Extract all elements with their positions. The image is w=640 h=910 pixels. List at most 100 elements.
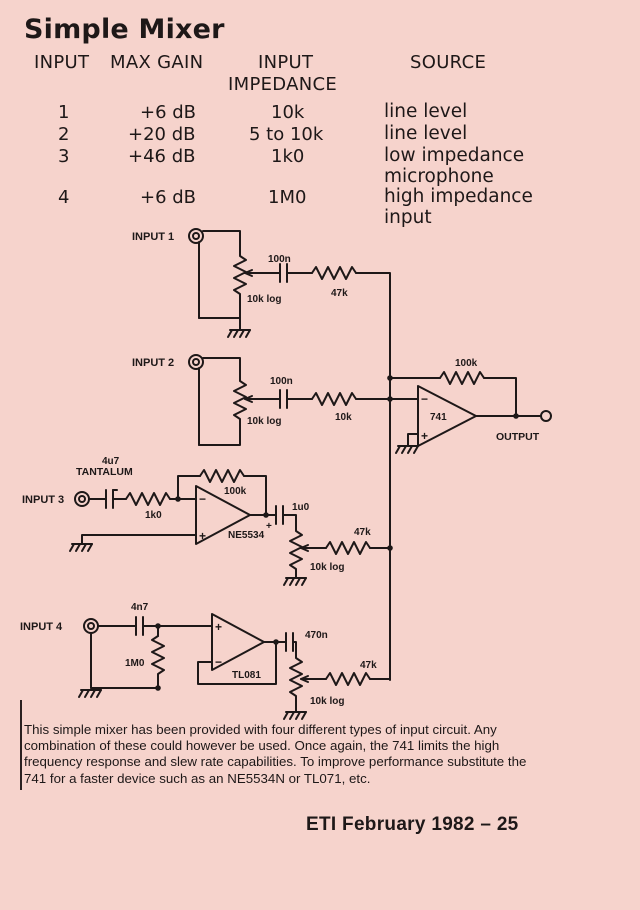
label-input3: INPUT 3 [22, 494, 64, 506]
pot2-bottom-wire [198, 429, 241, 446]
page-footer: ETI February 1982 – 25 [306, 814, 519, 835]
label-input1: INPUT 1 [132, 231, 174, 243]
label-741: 741 [430, 412, 447, 423]
row1-input: 1 [58, 102, 70, 123]
label-r-100k-fb: 100k [455, 358, 478, 369]
input3-jack [74, 491, 90, 507]
ground-pot3 [283, 577, 307, 586]
tl081-feedback [197, 641, 277, 685]
r-47k-b [325, 541, 371, 555]
label-ne5534-minus: − [199, 492, 206, 506]
label-r-47k-a: 47k [331, 288, 348, 299]
input1-wire [202, 230, 241, 251]
input2-wire [202, 357, 241, 376]
row4-impedance: 1M0 [268, 187, 307, 208]
feedback-wire-right [483, 377, 517, 417]
header-source: SOURCE [410, 52, 487, 73]
row3-gain: +46 dB [128, 146, 196, 167]
r-100k-fb [439, 371, 485, 385]
row3-impedance: 1k0 [271, 146, 305, 167]
opamp-tl081 [211, 613, 265, 671]
left-margin-rule [20, 700, 22, 790]
row2-impedance: 5 to 10k [249, 124, 324, 145]
row1-gain: +6 dB [140, 102, 197, 123]
row4-source-line2: input [384, 207, 432, 228]
ground4 [78, 689, 102, 698]
row4-input: 4 [58, 187, 70, 208]
row4-source-line1: high impedance [384, 186, 533, 207]
label-tantalum: TANTALUM [76, 466, 133, 478]
row3-source-line1: low impedance [384, 145, 525, 166]
r-10k [311, 392, 357, 406]
header-impedance-line1: INPUT [258, 52, 314, 73]
row1-impedance: 10k [271, 102, 305, 123]
opamp-ne5534 [195, 485, 251, 545]
row3-source-line2: microphone [384, 166, 494, 187]
label-tl081-plus: + [215, 620, 222, 634]
ground1 [227, 317, 251, 338]
wire-c6-pot4 [292, 641, 297, 653]
row2-source: line level [384, 123, 468, 144]
label-4n7: 4n7 [131, 602, 149, 613]
output-terminal [540, 410, 552, 422]
label-pot4: 10k log [310, 696, 344, 707]
label-ne5534-plus: + [199, 529, 206, 543]
wire-r1-bus [355, 272, 391, 681]
label-1m0: 1M0 [125, 658, 145, 669]
fb-right-ne5534 [243, 475, 267, 516]
label-1u0-plus: + [266, 521, 272, 532]
label-470n: 470n [305, 630, 328, 641]
row3-input: 3 [58, 146, 70, 167]
label-tl081: TL081 [232, 670, 261, 681]
pot1-bottom-wire [198, 299, 241, 319]
r-1k0 [125, 492, 171, 506]
pot2-resistor [233, 374, 247, 431]
junction-dots [155, 375, 519, 691]
label-c-100n-a: 100n [268, 254, 291, 265]
figure-caption: This simple mixer has been provided with… [24, 722, 527, 786]
pot3-resistor [289, 524, 303, 579]
label-741-minus: − [421, 392, 428, 406]
label-1k0: 1k0 [145, 510, 162, 521]
input1-jack [188, 228, 204, 244]
pot4-resistor [289, 651, 303, 713]
ground3 [69, 543, 93, 552]
page-title: Simple Mixer [24, 14, 225, 45]
label-r-47k-c: 47k [360, 660, 377, 671]
row4-gain: +6 dB [140, 187, 197, 208]
label-output: OUTPUT [496, 431, 540, 443]
label-1u0: 1u0 [292, 502, 310, 513]
row2-gain: +20 dB [128, 124, 196, 145]
header-impedance-line2: IMPEDANCE [228, 74, 338, 95]
label-r-10k: 10k [335, 412, 352, 423]
fb-left-ne5534 [177, 475, 201, 500]
label-100k-pre: 100k [224, 486, 247, 497]
r-47k-c [325, 672, 371, 686]
pot1-resistor [233, 249, 247, 301]
label-c-100n-b: 100n [270, 376, 293, 387]
input4-jack [83, 618, 99, 634]
label-4u7: 4u7 [102, 456, 120, 467]
label-pot3: 10k log [310, 562, 344, 573]
cap-100n-a [279, 263, 288, 283]
header-max-gain: MAX GAIN [110, 52, 204, 73]
r-47k-a [311, 266, 357, 280]
label-tl081-minus: − [215, 655, 222, 669]
r-1m0 [151, 635, 165, 677]
row1-source: line level [384, 101, 468, 122]
row2-input: 2 [58, 124, 70, 145]
cap-1u0 [275, 505, 284, 525]
opamp-741 [417, 385, 477, 447]
label-r-47k-b: 47k [354, 527, 371, 538]
input2-jack [188, 354, 204, 370]
label-pot1: 10k log [247, 294, 281, 305]
ground-pot4 [283, 711, 307, 720]
label-input4: INPUT 4 [20, 621, 63, 633]
741-plus-ground [407, 433, 419, 447]
cap-100n-b [279, 389, 288, 409]
r-100k-pre [199, 469, 245, 483]
cap-470n [285, 632, 294, 652]
input4-ground-bottom [90, 675, 159, 689]
